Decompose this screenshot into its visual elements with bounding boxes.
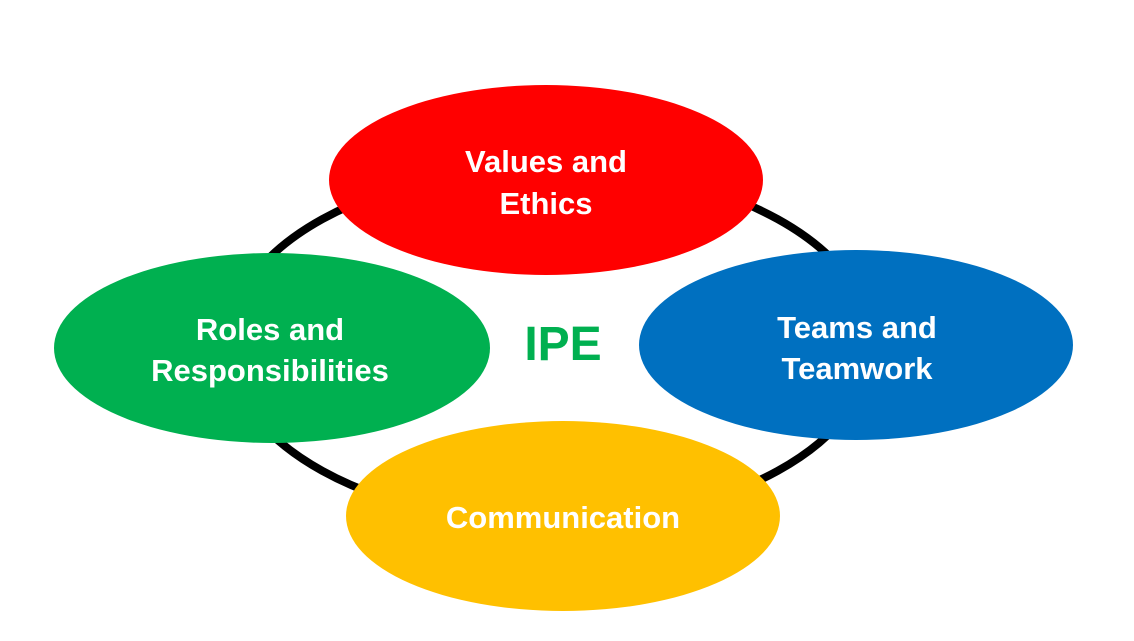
- roles-responsibilities-label-line2: Responsibilities: [151, 353, 389, 388]
- roles-responsibilities-label-line1: Roles and: [196, 312, 344, 347]
- teams-teamwork-label-line1: Teams and: [777, 310, 937, 345]
- communication-label: Communication: [446, 500, 680, 535]
- values-ethics-label-line2: Ethics: [499, 186, 592, 221]
- teams-teamwork-node: [639, 250, 1073, 440]
- communication-node: [346, 421, 780, 611]
- center-label: IPE: [524, 318, 601, 371]
- roles-responsibilities-node: [54, 253, 490, 443]
- teams-teamwork-label-line2: Teamwork: [781, 351, 933, 386]
- values-ethics-label-line1: Values and: [465, 144, 627, 179]
- values-ethics-node: [329, 85, 763, 275]
